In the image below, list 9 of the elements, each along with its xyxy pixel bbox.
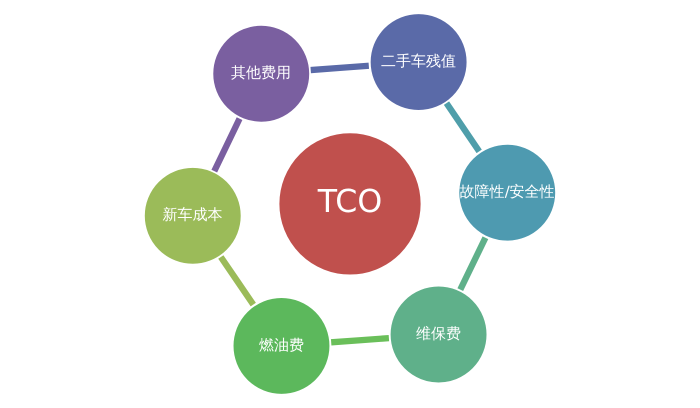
- connector: [330, 334, 390, 346]
- connector: [211, 117, 242, 173]
- connector: [444, 101, 482, 154]
- connector: [218, 255, 256, 306]
- node-circle: 其他费用: [210, 22, 312, 125]
- connector: [457, 236, 488, 292]
- node-circle: 新车成本: [142, 164, 244, 267]
- connector: [310, 62, 370, 74]
- node-circle: 故障性/安全性: [456, 142, 558, 244]
